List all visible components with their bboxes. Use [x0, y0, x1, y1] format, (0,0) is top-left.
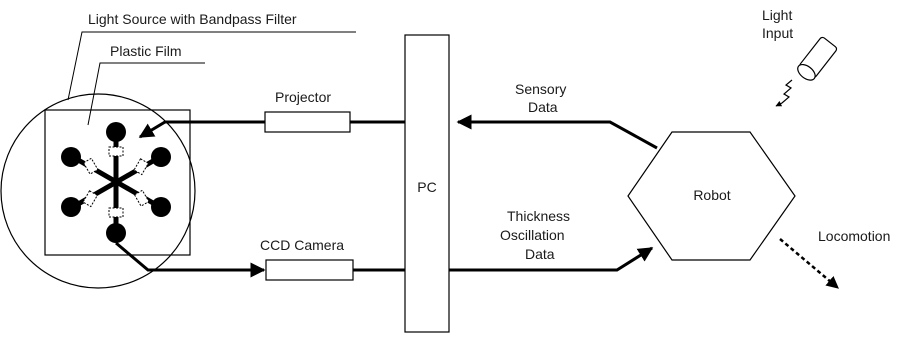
- thickness-line2: Oscillation: [500, 227, 565, 243]
- ccd-camera-label: CCD Camera: [260, 237, 344, 253]
- sensory-data-line2: Data: [528, 99, 558, 115]
- plastic-film-label: Plastic Film: [110, 43, 182, 59]
- sensory-data-arrow: [456, 114, 658, 150]
- pc-box: [404, 34, 450, 333]
- light-source-label: Light Source with Bandpass Filter: [88, 11, 297, 27]
- locomotion-arrow: [779, 238, 839, 289]
- sensory-data-line1: Sensory: [515, 81, 566, 97]
- robot-label: Robot: [693, 187, 730, 203]
- projector-label: Projector: [275, 89, 331, 105]
- plastic-film-leader: [87, 62, 205, 126]
- flashlight-icon: [797, 36, 838, 81]
- projector-arrow: [138, 120, 265, 139]
- locomotion-label: Locomotion: [818, 228, 890, 244]
- ccd-camera-box: [265, 259, 354, 281]
- light-zigzag-arrow: [775, 79, 793, 107]
- light-input-line2: Input: [762, 25, 793, 41]
- light-source-circle: [0, 93, 196, 289]
- projector-box: [264, 111, 351, 133]
- thickness-line3: Data: [525, 246, 555, 262]
- pc-label: PC: [417, 179, 436, 195]
- organism-pattern: [61, 122, 171, 243]
- robot-hexagon: [627, 131, 796, 261]
- thickness-data-arrow: [449, 246, 654, 272]
- light-input-line1: Light: [762, 7, 792, 23]
- plastic-film-square: [44, 109, 191, 256]
- ccd-arrow: [115, 241, 266, 278]
- light-source-leader: [67, 31, 356, 101]
- thickness-line1: Thickness: [507, 208, 570, 224]
